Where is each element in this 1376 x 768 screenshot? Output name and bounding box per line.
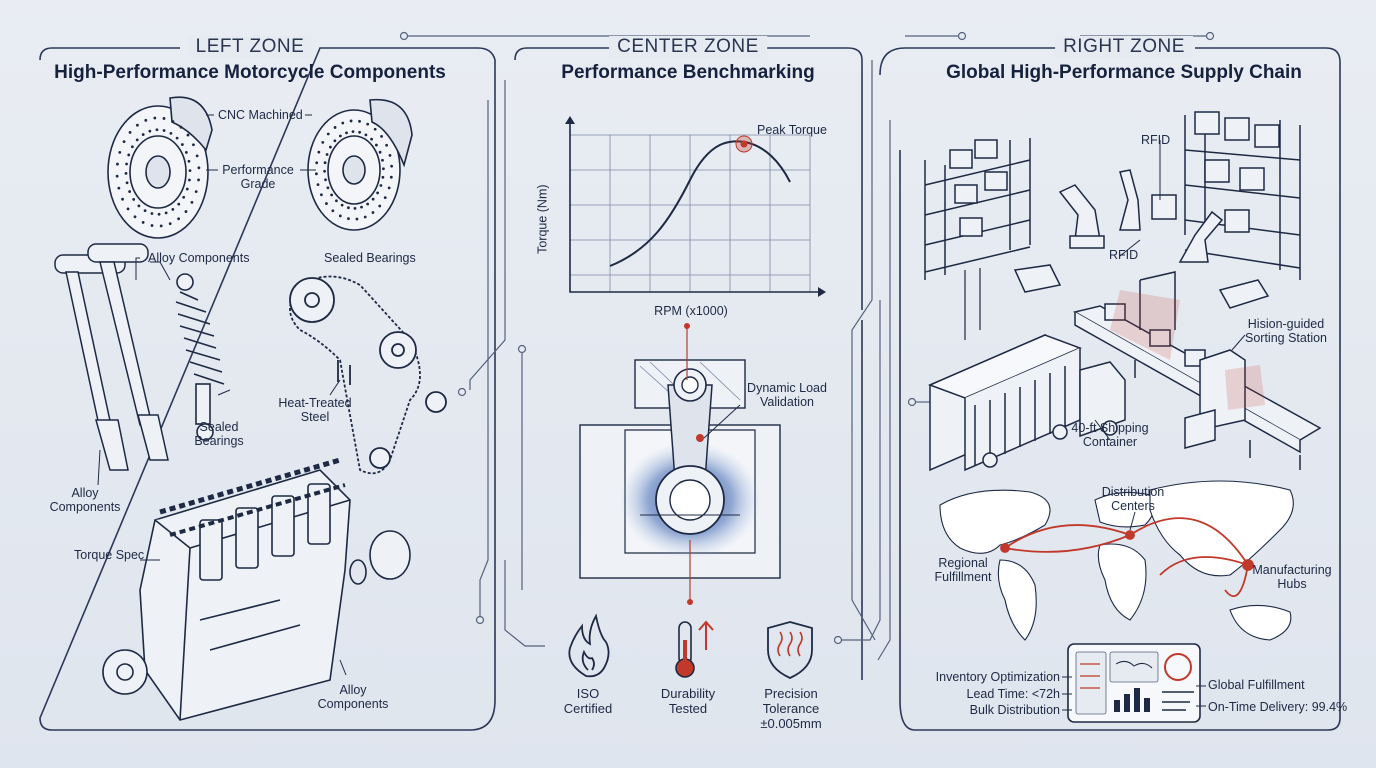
- alloy-components-label-2: Alloy Components: [49, 486, 121, 515]
- center-zone-title: Performance Benchmarking: [561, 62, 815, 83]
- distribution-centers-label: Distribution Centers: [1101, 485, 1165, 514]
- connecting-rod-illustration: [579, 323, 781, 605]
- peak-torque-label: Peak Torque: [757, 123, 827, 137]
- right-leader-lines: [1094, 140, 1246, 531]
- brake-disc-holes: [115, 116, 394, 228]
- bulk-distribution-label: Bulk Distribution: [969, 703, 1060, 717]
- manufacturing-hubs-label: Manufacturing Hubs: [1252, 563, 1332, 592]
- dynamic-load-label: Dynamic Load Validation: [747, 381, 827, 410]
- flame-icon: [568, 613, 610, 678]
- right-zone-title: Global High-Performance Supply Chain: [946, 62, 1302, 83]
- sorting-station-label: Hision-guided Sorting Station: [1245, 317, 1327, 346]
- front-fork-illustration: [54, 243, 169, 471]
- engine-illustration: [102, 457, 411, 721]
- on-time-delivery-label: On-Time Delivery: 99.4%: [1208, 700, 1348, 714]
- sealed-bearings-label-2: Sealed Bearings: [194, 420, 244, 449]
- shield-heat-icon: [767, 621, 813, 679]
- zone-frame-left: [39, 47, 496, 731]
- map-routes: [1000, 517, 1254, 597]
- shipping-container-label: 40-ft Shipping Container: [1071, 421, 1149, 450]
- alloy-components-label-3: Alloy Components: [317, 683, 389, 712]
- center-zone-label: CENTER ZONE: [609, 36, 767, 58]
- iso-certified-label: ISO Certified: [563, 686, 613, 716]
- warehouse-rack-illustration: [924, 111, 1301, 340]
- cnc-machined-label: CNC Machined: [218, 108, 303, 122]
- rfid-label-1: RFID: [1141, 133, 1171, 147]
- left-zone-title: High-Performance Motorcycle Components: [54, 62, 446, 83]
- durability-tested-label: Durability Tested: [660, 686, 716, 716]
- torque-curve-line: [609, 140, 791, 267]
- brake-disc-illustration: [107, 96, 413, 239]
- robot-arm-illustration: [1013, 169, 1270, 309]
- heat-treated-steel-label: Heat-Treated Steel: [278, 396, 352, 425]
- torque-chart-frame: [565, 116, 826, 297]
- shock-absorber-illustration: [175, 273, 225, 441]
- circuit-traces: [399, 31, 1215, 661]
- truck-illustration: [927, 333, 1126, 472]
- precision-tolerance-label: Precision Tolerance ±0.005mm: [760, 686, 822, 731]
- conveyor-illustration: [1072, 271, 1322, 470]
- regional-fulfillment-label: Regional Fulfillment: [934, 556, 992, 585]
- performance-grade-label: Performance Grade: [222, 163, 294, 192]
- chart-y-axis-label: Torque (Nm): [535, 184, 550, 254]
- left-zone-label: LEFT ZONE: [187, 36, 313, 58]
- left-leader-lines: [97, 114, 347, 676]
- peak-torque-point: [740, 140, 748, 148]
- global-fulfillment-label: Global Fulfillment: [1208, 678, 1305, 692]
- zone-frame-center: [514, 47, 863, 680]
- zone-frame-right: [879, 47, 1341, 731]
- alloy-components-label-1: Alloy Components: [148, 251, 250, 265]
- sealed-bearings-label-1: Sealed Bearings: [324, 251, 416, 265]
- rfid-label-2: RFID: [1109, 248, 1139, 262]
- dashboard-panel: [1062, 643, 1206, 723]
- inventory-optimization-label: Inventory Optimization: [935, 670, 1060, 684]
- thermometer-icon: [675, 620, 714, 678]
- lead-time-label: Lead Time: <72h: [966, 687, 1060, 701]
- chart-x-axis-label: RPM (x1000): [654, 304, 728, 318]
- right-zone-label: RIGHT ZONE: [1055, 36, 1193, 58]
- torque-spec-label: Torque Spec: [74, 548, 145, 562]
- chain-drive-illustration: [289, 275, 447, 475]
